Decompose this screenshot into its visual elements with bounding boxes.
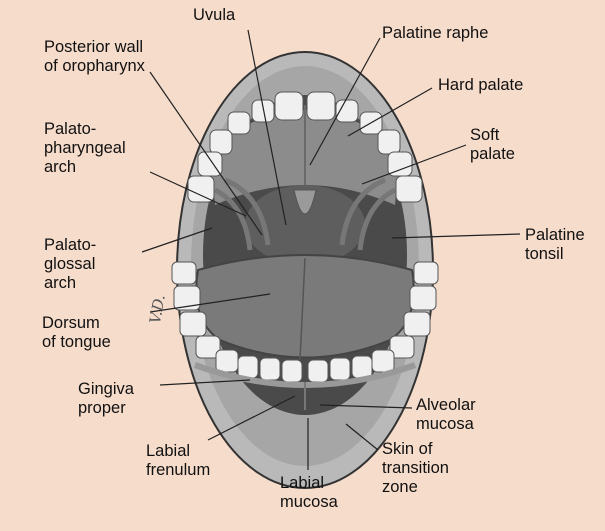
label-palatoglossal-arch: Palato- glossal arch [44, 236, 96, 293]
label-dorsum-of-tongue: Dorsum of tongue [42, 314, 111, 352]
label-alveolar-mucosa: Alveolar mucosa [416, 396, 476, 434]
label-labial-mucosa: Labial mucosa [280, 474, 338, 512]
label-palatine-tonsil: Palatine tonsil [525, 226, 585, 264]
label-gingiva-proper: Gingiva proper [78, 380, 134, 418]
label-skin-of-transition-zone: Skin of transition zone [382, 440, 449, 497]
label-labial-frenulum: Labial frenulum [146, 442, 210, 480]
label-palatine-raphe: Palatine raphe [382, 24, 488, 43]
label-uvula: Uvula [193, 6, 235, 25]
label-palatopharyngeal-arch: Palato- pharyngeal arch [44, 120, 126, 177]
label-soft-palate: Soft palate [470, 126, 515, 164]
label-hard-palate: Hard palate [438, 76, 523, 95]
label-posterior-wall: Posterior wall of oropharynx [44, 38, 145, 76]
